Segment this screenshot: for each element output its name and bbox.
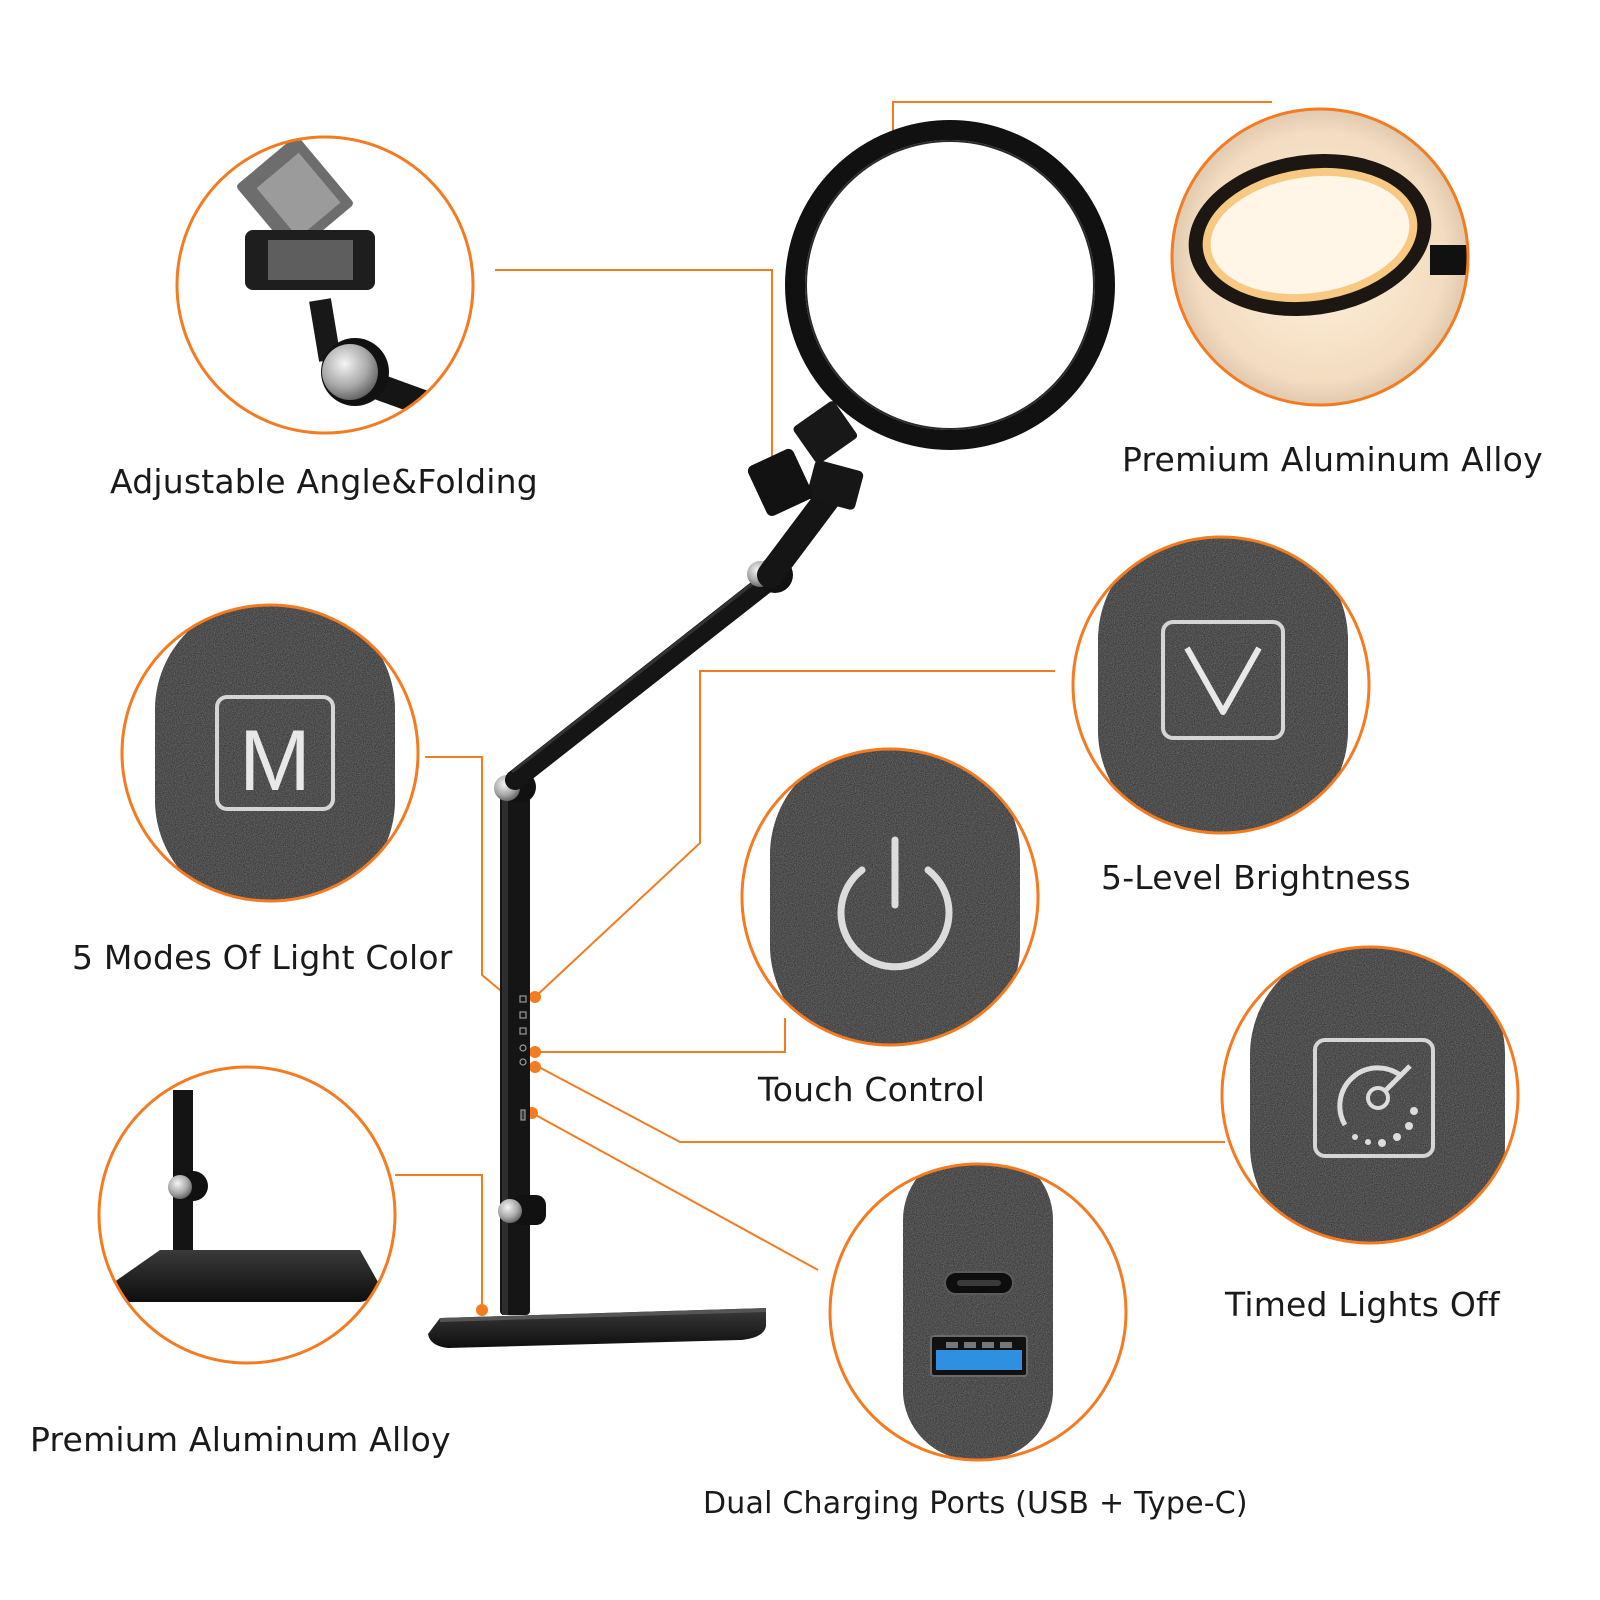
callout-mode: M [120,603,420,903]
callout-adjustable [175,135,475,435]
leader-modes [425,756,513,1001]
leader-timed [534,1064,1225,1143]
control-strip [519,995,527,1121]
desk-lamp [428,120,1115,1348]
label-touch-control: Touch Control [758,1070,986,1109]
neck-hinge [806,460,864,510]
label-timed-off: Timed Lights Off [1225,1285,1500,1324]
label-premium-alloy-base: Premium Aluminum Alloy [30,1420,451,1459]
label-premium-alloy-top: Premium Aluminum Alloy [1122,440,1543,479]
label-charging-ports: Dual Charging Ports (USB + Type-C) [703,1486,1248,1521]
leader-ports [531,1112,819,1271]
callout-ports [828,1162,1128,1462]
leader-lines [395,101,1272,1310]
height-knob [498,1199,522,1223]
timer-icon [1313,1038,1435,1158]
label-adjustable-angle: Adjustable Angle&Folding [110,462,538,501]
leader-touch [535,1018,786,1053]
brightness-icon [1161,620,1285,740]
callout-power [740,747,1040,1047]
usb-a-port-icon [930,1335,1028,1377]
callout-warm-light [1170,107,1470,407]
callout-brightness [1071,535,1371,835]
lamp-ring [785,120,1115,450]
label-light-modes: 5 Modes Of Light Color [72,938,453,977]
leader-alloy-base [395,1174,483,1310]
power-icon [837,836,953,971]
mode-icon: M [215,695,335,811]
leader-adjustable [495,269,773,490]
hinge-knob [322,344,378,400]
callout-timer [1220,945,1520,1245]
mode-letter: M [239,713,311,809]
lamp-arm [505,570,780,790]
label-brightness: 5-Level Brightness [1101,858,1411,897]
callout-base [97,1065,397,1365]
leader-brightness [534,670,1055,998]
